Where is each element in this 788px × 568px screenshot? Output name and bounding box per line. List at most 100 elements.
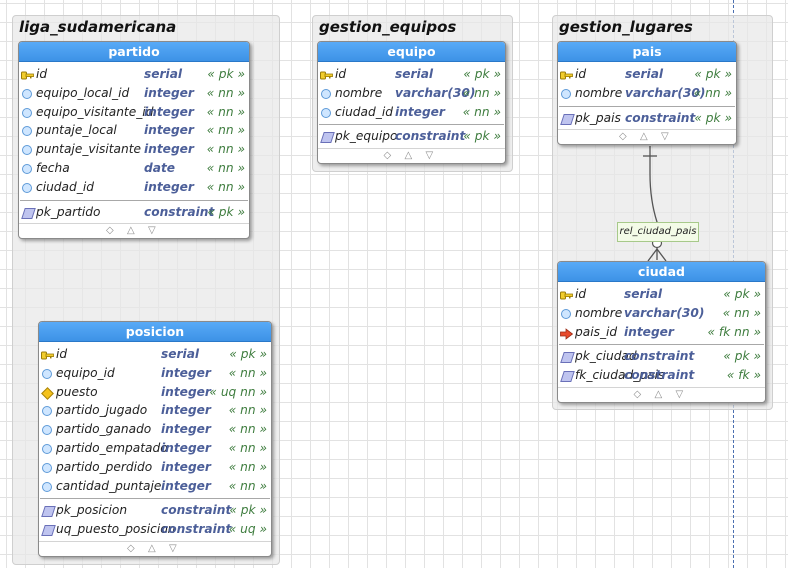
- column-type: serial: [625, 67, 664, 81]
- triangle-up-icon[interactable]: △: [654, 388, 663, 400]
- key-icon: [560, 69, 573, 81]
- column-flags: « pk »: [694, 110, 732, 125]
- relationship-line: [649, 146, 658, 260]
- diamond-icon[interactable]: ◇: [619, 131, 627, 143]
- column-name: pk_ciudad: [575, 349, 637, 364]
- column-flags: « nn »: [228, 478, 267, 493]
- column-flags: « uq nn »: [209, 384, 267, 399]
- column-name: partido_empatado: [56, 440, 168, 455]
- column-icon: [560, 308, 572, 320]
- table-title[interactable]: pais: [558, 42, 736, 62]
- triangle-up-icon[interactable]: △: [148, 542, 156, 554]
- key-icon: [320, 69, 333, 81]
- triangle-up-icon[interactable]: △: [404, 150, 413, 162]
- table-title[interactable]: equipo: [318, 42, 505, 62]
- column-flags: « pk »: [229, 503, 267, 518]
- column-flags: « nn »: [206, 142, 245, 157]
- triangle-down-icon[interactable]: ▽: [148, 225, 156, 237]
- diamond-icon[interactable]: ◇: [127, 542, 135, 554]
- key-icon: [21, 69, 34, 81]
- column-icon: [21, 182, 33, 194]
- triangle-up-icon[interactable]: △: [127, 225, 135, 237]
- column-icon: [21, 144, 33, 156]
- column-name: puntaje_local: [36, 123, 117, 138]
- constraint-icon: [41, 524, 56, 537]
- section-divider: [319, 124, 504, 126]
- relationship-label[interactable]: rel_ciudad_pais: [617, 222, 699, 242]
- triangle-down-icon[interactable]: ▽: [675, 388, 684, 400]
- column-flags: « nn »: [722, 305, 761, 320]
- column-icon: [41, 368, 53, 380]
- column-name: pais_id: [575, 324, 618, 339]
- column-type: constraint: [625, 110, 696, 125]
- column-flags: « nn »: [206, 179, 245, 194]
- triangle-down-icon[interactable]: ▽: [425, 150, 434, 162]
- diamond-icon[interactable]: ◇: [383, 150, 392, 162]
- column-icon: [41, 405, 53, 417]
- column-name: equipo_id: [56, 365, 115, 380]
- table-title[interactable]: posicion: [39, 322, 271, 342]
- column-icon: [21, 163, 33, 175]
- crowfoot-left-mark: [647, 248, 658, 262]
- table-title[interactable]: ciudad: [558, 262, 765, 282]
- column-icon: [320, 88, 332, 100]
- column-type: integer: [144, 179, 194, 194]
- foreign-key-icon: [560, 327, 574, 340]
- column-flags: « pk »: [723, 287, 761, 301]
- column-type: integer: [161, 365, 211, 380]
- column-name: id: [36, 67, 48, 81]
- table-footer-toolbar: ◇ △ ▽: [558, 129, 736, 144]
- triangle-up-icon[interactable]: △: [640, 131, 648, 143]
- triangle-down-icon[interactable]: ▽: [661, 131, 669, 143]
- table-title[interactable]: partido: [19, 42, 249, 62]
- diamond-icon[interactable]: ◇: [106, 225, 114, 237]
- column-type: constraint: [161, 522, 232, 537]
- constraint-icon: [560, 351, 575, 364]
- diamond-icon[interactable]: ◇: [633, 388, 642, 400]
- column-name: nombre: [575, 85, 623, 100]
- triangle-down-icon[interactable]: ▽: [169, 542, 177, 554]
- column-icon: [560, 88, 572, 100]
- column-type: constraint: [144, 204, 215, 219]
- column-type: constraint: [161, 503, 232, 518]
